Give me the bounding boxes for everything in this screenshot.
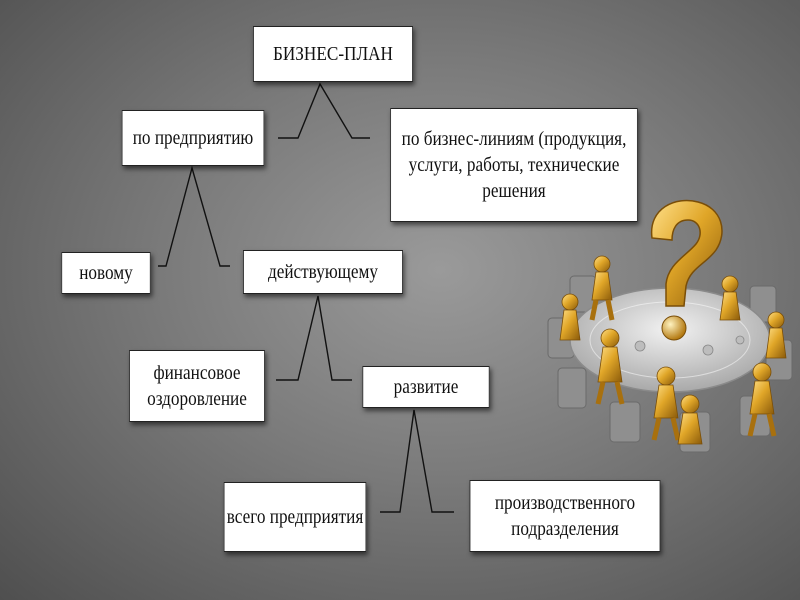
current-enterprise-box: действующему — [243, 250, 403, 294]
new-enterprise-label: новому — [79, 262, 133, 284]
whole-enterprise-box: всего предприятия — [223, 482, 367, 552]
connector-root-children — [278, 82, 370, 139]
business-plan-root-box: БИЗНЕС-ПЛАН — [253, 26, 413, 82]
question-mark-shape — [650, 199, 723, 341]
question-mark-meeting-icon — [547, 199, 793, 453]
connector-enterprise-children — [158, 165, 230, 267]
by-business-lines-label: по бизнес-линиям (продукция, услуги, раб… — [401, 128, 627, 202]
gold-figures — [559, 255, 787, 445]
financial-recovery-box: финансовое оздоровление — [129, 350, 265, 422]
whole-enterprise-label: всего предприятия — [226, 506, 364, 528]
development-label: развитие — [393, 376, 459, 398]
production-division-box: производственного подразделения — [469, 480, 661, 552]
by-enterprise-label: по предприятию — [132, 127, 254, 149]
production-division-label: производственного подразделения — [494, 492, 636, 540]
connector-current-children — [276, 295, 352, 381]
development-box: развитие — [362, 366, 490, 408]
financial-recovery-label: финансовое оздоровление — [147, 362, 247, 410]
business-plan-root-label: БИЗНЕС-ПЛАН — [273, 43, 393, 65]
by-business-lines-box: по бизнес-линиям (продукция, услуги, раб… — [390, 108, 638, 222]
new-enterprise-box: новому — [61, 252, 151, 294]
table-spheres — [634, 335, 745, 356]
current-enterprise-label: действующему — [267, 261, 379, 283]
connector-development-children — [380, 409, 454, 513]
by-enterprise-box: по предприятию — [121, 110, 265, 166]
